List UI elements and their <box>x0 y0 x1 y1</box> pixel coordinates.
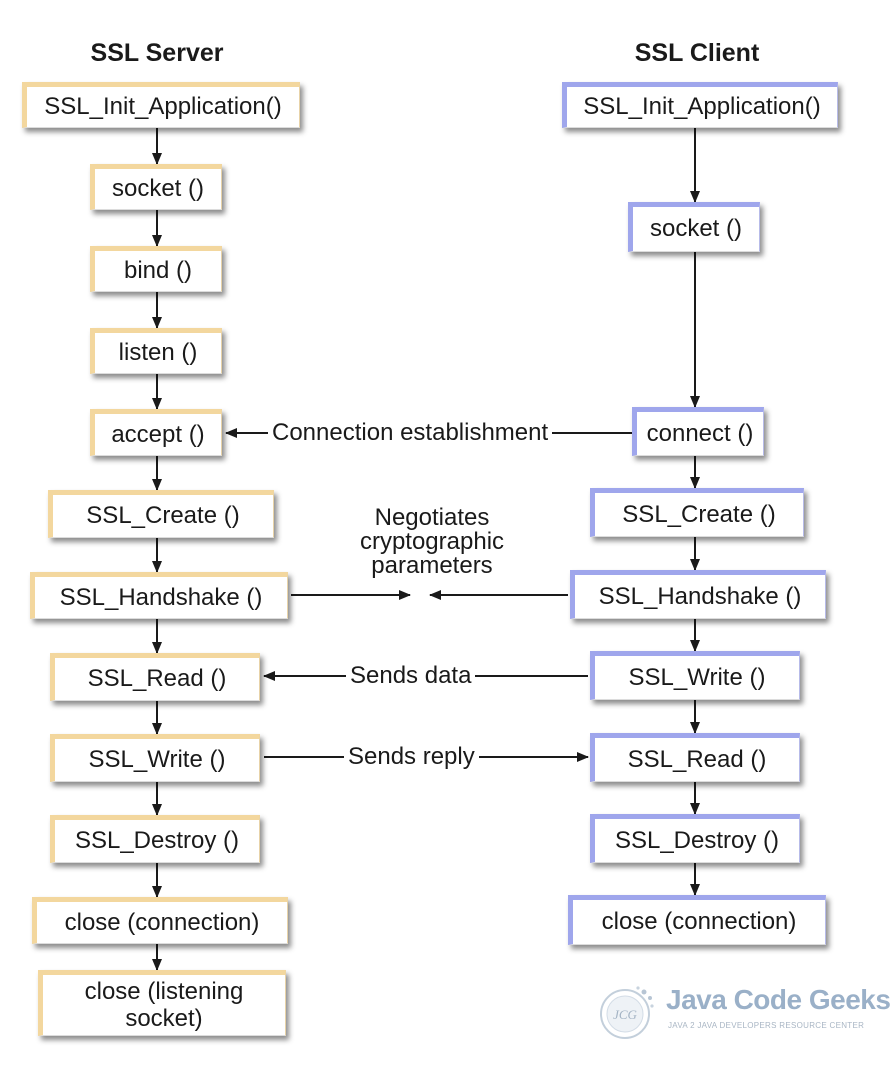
negotiates-label: Negotiates cryptographic parameters <box>359 504 505 579</box>
server-step-accept: accept () <box>90 409 222 456</box>
watermark-name: Java Code Geeks <box>666 984 890 1015</box>
watermark-tagline: JAVA 2 JAVA DEVELOPERS RESOURCE CENTER <box>668 1021 865 1030</box>
server-step-close-listening-socket: close (listening socket) <box>38 970 286 1036</box>
client-step-close-connection: close (connection) <box>568 895 826 945</box>
jcg-logo-icon: JCG <box>600 986 654 1039</box>
connection-establishment-label: Connection establishment <box>268 420 553 446</box>
jcg-logo-text: JCG <box>613 1007 637 1022</box>
server-column-title: SSL Server <box>90 39 224 67</box>
server-step-ssl-read: SSL_Read () <box>50 653 260 701</box>
client-step-ssl-write: SSL_Write () <box>590 651 800 700</box>
client-step-ssl-read: SSL_Read () <box>590 733 800 782</box>
server-step-ssl-init-application: SSL_Init_Application() <box>22 82 300 128</box>
client-step-ssl-init-application: SSL_Init_Application() <box>562 82 838 128</box>
server-step-bind: bind () <box>90 246 222 292</box>
java-code-geeks-watermark: JCG Java Code Geeks JAVA 2 JAVA DEVELOPE… <box>598 980 890 1048</box>
server-step-ssl-handshake: SSL_Handshake () <box>30 572 288 619</box>
client-step-connect: connect () <box>632 407 764 456</box>
client-step-socket: socket () <box>628 202 760 252</box>
server-step-ssl-write: SSL_Write () <box>50 734 260 782</box>
client-step-ssl-destroy: SSL_Destroy () <box>590 814 800 863</box>
sends-reply-label: Sends reply <box>344 744 479 770</box>
server-step-ssl-destroy: SSL_Destroy () <box>50 815 260 863</box>
server-step-close-connection: close (connection) <box>32 897 288 944</box>
server-step-listen: listen () <box>90 328 222 374</box>
sends-data-label: Sends data <box>346 663 476 689</box>
server-step-ssl-create: SSL_Create () <box>48 490 274 538</box>
client-column-title: SSL Client <box>634 39 760 67</box>
server-step-socket: socket () <box>90 164 222 210</box>
client-step-ssl-create: SSL_Create () <box>590 488 804 537</box>
ssl-flow-diagram: SSL Server SSL Client SSL_Init_Applicati… <box>22 39 890 1048</box>
client-step-ssl-handshake: SSL_Handshake () <box>570 570 826 619</box>
